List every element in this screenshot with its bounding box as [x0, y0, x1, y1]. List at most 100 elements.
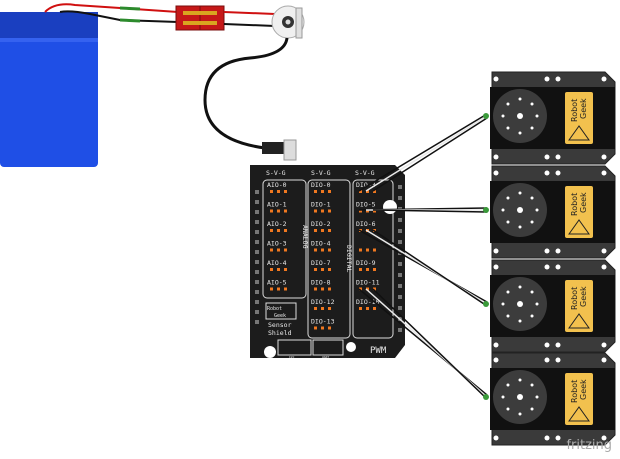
servo-brand-label — [565, 186, 593, 238]
pin-analog[interactable] — [277, 287, 280, 291]
pin-pwm[interactable] — [373, 190, 376, 193]
battery-wires — [44, 3, 179, 23]
pin-pwm[interactable] — [366, 307, 369, 310]
digital-header[interactable]: DIO-8 — [311, 279, 331, 291]
digital-header[interactable]: DIO-0 — [311, 181, 331, 193]
digital-header[interactable]: DIO-1 — [311, 201, 331, 213]
analog-pin-label: AIO-4 — [267, 259, 287, 267]
pin-analog[interactable] — [270, 248, 273, 252]
pin-analog[interactable] — [284, 287, 287, 291]
pin-analog[interactable] — [277, 190, 280, 193]
digital-header[interactable]: DIO-13 — [311, 318, 335, 330]
battery-pack[interactable] — [0, 12, 98, 167]
analog-header[interactable]: AIO-2 — [267, 220, 287, 232]
pin-analog[interactable] — [284, 268, 287, 271]
pin-digital[interactable] — [314, 209, 317, 213]
pin-digital[interactable] — [328, 229, 331, 232]
servo-connector — [483, 394, 489, 400]
digital-header[interactable]: DIO-12 — [311, 298, 335, 310]
uart-label: UART — [322, 355, 329, 359]
digital-header[interactable]: DIO-7 — [311, 259, 331, 271]
servo-wire — [372, 209, 488, 213]
pin-digital[interactable] — [328, 248, 331, 252]
pin-pwm[interactable] — [359, 268, 362, 271]
pin-digital[interactable] — [321, 229, 324, 232]
pin-analog[interactable] — [284, 248, 287, 252]
pin-analog[interactable] — [270, 209, 273, 213]
pin-pwm[interactable] — [359, 307, 362, 310]
pin-digital[interactable] — [321, 190, 324, 193]
pin-pwm[interactable] — [359, 209, 362, 213]
pwm-header[interactable]: DIO-11 — [356, 279, 380, 291]
pin-pwm[interactable] — [373, 209, 376, 213]
pin-digital[interactable] — [314, 307, 317, 310]
analog-header[interactable]: AIO-0 — [267, 181, 287, 193]
analog-header[interactable]: AIO-5 — [267, 279, 287, 291]
pin-analog[interactable] — [270, 287, 273, 291]
pin-digital[interactable] — [321, 287, 324, 291]
pin-analog[interactable] — [270, 229, 273, 232]
pin-digital[interactable] — [314, 190, 317, 193]
pin-digital[interactable] — [321, 268, 324, 271]
analog-header[interactable]: AIO-3 — [267, 240, 287, 252]
pin-analog[interactable] — [270, 190, 273, 193]
pin-analog[interactable] — [284, 209, 287, 213]
pin-digital[interactable] — [314, 229, 317, 232]
pin-pwm[interactable] — [359, 190, 362, 193]
pin-analog[interactable] — [284, 229, 287, 232]
pin-pwm[interactable] — [359, 287, 362, 291]
digital-pin-label: DIO-13 — [311, 318, 335, 326]
pin-analog[interactable] — [277, 209, 280, 213]
pin-pwm[interactable] — [373, 248, 376, 252]
servo-brand-label — [565, 92, 593, 144]
pin-digital[interactable] — [321, 248, 324, 252]
pin-digital[interactable] — [314, 287, 317, 291]
pin-digital[interactable] — [314, 248, 317, 252]
side-pin — [398, 185, 402, 189]
pin-pwm[interactable] — [366, 248, 369, 252]
pin-pwm[interactable] — [366, 287, 369, 291]
pin-digital[interactable] — [328, 268, 331, 271]
pin-pwm[interactable] — [366, 209, 369, 213]
analog-header[interactable]: AIO-1 — [267, 201, 287, 213]
analog-header[interactable]: AIO-4 — [267, 259, 287, 271]
pin-digital[interactable] — [328, 326, 331, 330]
pin-analog[interactable] — [277, 268, 280, 271]
side-pin — [398, 229, 402, 233]
servo-cables — [358, 113, 489, 400]
pin-analog[interactable] — [277, 248, 280, 252]
digital-header[interactable]: DIO-2 — [311, 220, 331, 232]
pin-digital[interactable] — [328, 209, 331, 213]
pin-analog[interactable] — [284, 190, 287, 193]
analog-pin-label: AIO-2 — [267, 220, 287, 228]
side-pin — [255, 220, 259, 224]
pin-pwm[interactable] — [373, 307, 376, 310]
pin-digital[interactable] — [314, 268, 317, 271]
pin-pwm[interactable] — [373, 287, 376, 291]
pin-pwm[interactable] — [359, 248, 362, 252]
dc-jack[interactable] — [271, 5, 305, 39]
pin-digital[interactable] — [321, 326, 324, 330]
pin-analog[interactable] — [270, 268, 273, 271]
pin-analog[interactable] — [277, 229, 280, 232]
pwm-header[interactable] — [359, 248, 376, 252]
pin-digital[interactable] — [314, 326, 317, 330]
servo-connector — [483, 113, 489, 119]
pin-pwm[interactable] — [366, 190, 369, 193]
pin-pwm[interactable] — [373, 268, 376, 271]
pin-digital[interactable] — [328, 287, 331, 291]
pwm-header[interactable]: DIO-5 — [356, 201, 376, 213]
pwm-header[interactable]: DIO-9 — [356, 259, 376, 271]
pin-digital[interactable] — [328, 307, 331, 310]
pin-digital[interactable] — [321, 307, 324, 310]
pin-digital[interactable] — [321, 209, 324, 213]
pin-digital[interactable] — [328, 190, 331, 193]
side-pin — [398, 262, 402, 266]
pin-pwm[interactable] — [366, 268, 369, 271]
pwm-header[interactable]: DIO-3 — [356, 181, 376, 193]
digital-header[interactable]: DIO-4 — [311, 240, 331, 252]
